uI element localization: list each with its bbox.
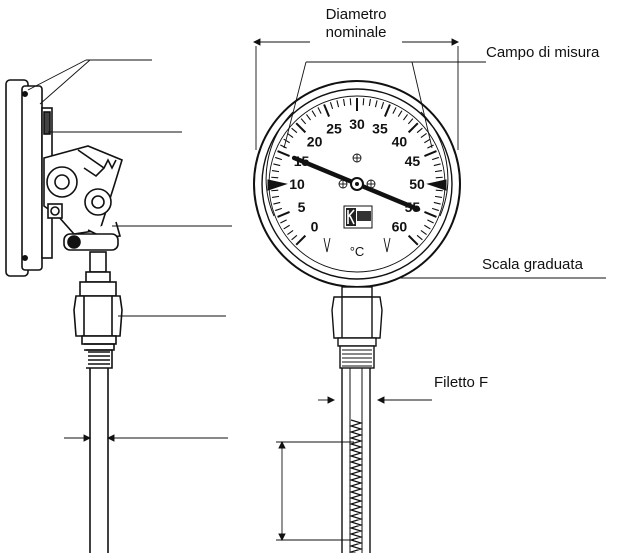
minor-tick (329, 102, 334, 110)
minor-tick (287, 133, 294, 139)
minor-tick (392, 107, 397, 114)
minor-tick (374, 100, 378, 108)
minor-tick (275, 156, 283, 161)
graduated-scale-label: Scala graduata (482, 256, 583, 273)
major-tick (277, 150, 290, 157)
side-view-thermometer (5, 79, 123, 553)
scale-number: 25 (326, 121, 342, 137)
minor-tick (427, 144, 434, 149)
minor-tick (424, 138, 431, 144)
scale-number: 0 (311, 218, 319, 234)
minor-tick (291, 127, 298, 134)
minor-tick (273, 163, 281, 167)
minor-tick (407, 118, 414, 125)
minor-tick (300, 118, 307, 125)
minor-tick (283, 224, 290, 230)
minor-tick (336, 100, 340, 108)
nominal-diameter-line-1: Diametro (325, 6, 387, 23)
measuring-range-label: Campo di misura (486, 44, 600, 61)
scale-number: 30 (349, 116, 365, 132)
dial-ticks (271, 98, 443, 246)
minor-tick (402, 114, 408, 121)
minor-tick (420, 229, 427, 235)
minor-tick (427, 219, 434, 224)
major-tick (323, 104, 330, 117)
coil-spring (348, 419, 364, 558)
minor-tick (420, 133, 427, 139)
scale-number: 45 (405, 153, 421, 169)
scale-number: 35 (372, 121, 388, 137)
minor-tick (431, 207, 439, 212)
minor-tick (424, 224, 431, 230)
minor-tick (283, 138, 290, 144)
minor-tick (435, 176, 443, 179)
thread-f-label: Filetto F (434, 374, 489, 391)
dial-unit: °C (350, 244, 365, 259)
minor-tick (280, 219, 287, 224)
major-tick (295, 234, 307, 246)
major-tick (384, 104, 391, 117)
minor-tick (287, 229, 294, 235)
hinge-assembly (43, 145, 123, 239)
major-tick (295, 122, 307, 134)
minor-tick (271, 195, 280, 198)
side-union-nut (63, 233, 123, 369)
minor-tick (311, 110, 317, 117)
minor-tick (306, 114, 312, 121)
minor-tick (275, 207, 283, 212)
major-tick (407, 122, 419, 134)
minor-tick (368, 98, 371, 107)
minor-tick (397, 110, 403, 117)
minor-tick (380, 102, 385, 110)
pointer (291, 155, 421, 212)
scale-number: 5 (298, 199, 306, 215)
minor-tick (271, 189, 279, 192)
front-fitting (331, 286, 383, 553)
scale-number: 10 (289, 176, 305, 192)
scale-number: 50 (409, 176, 425, 192)
bimetal-coil (348, 419, 364, 558)
case-body (21, 85, 43, 271)
major-tick (407, 234, 419, 246)
minor-tick (362, 98, 365, 106)
minor-tick (416, 234, 423, 241)
scale-number: 20 (307, 134, 323, 150)
nominal-diameter-label: Diametro nominale (310, 6, 402, 42)
minor-tick (431, 156, 439, 161)
minor-tick (291, 234, 298, 241)
dial-numbers: 051015202530354045505560 (289, 116, 425, 234)
minor-tick (433, 163, 441, 167)
major-tick (424, 150, 437, 157)
minor-tick (343, 98, 346, 107)
diameter-dimension (252, 38, 606, 542)
minor-tick (416, 127, 423, 134)
major-tick (277, 211, 290, 218)
minor-tick (317, 107, 322, 114)
minor-tick (434, 195, 443, 198)
minor-tick (271, 176, 279, 179)
minor-tick (271, 170, 280, 173)
minor-tick (273, 201, 281, 205)
scale-number: 40 (392, 134, 408, 150)
minor-tick (280, 144, 287, 149)
left-leader-lines (27, 59, 232, 442)
scale-number: 60 (392, 218, 408, 234)
major-tick (424, 211, 437, 218)
nominal-diameter-line-2: nominale (325, 24, 387, 41)
minor-tick (434, 170, 443, 173)
minor-tick (349, 98, 352, 106)
brand-logo (343, 205, 373, 229)
minor-tick (433, 201, 441, 205)
minor-tick (435, 189, 443, 192)
